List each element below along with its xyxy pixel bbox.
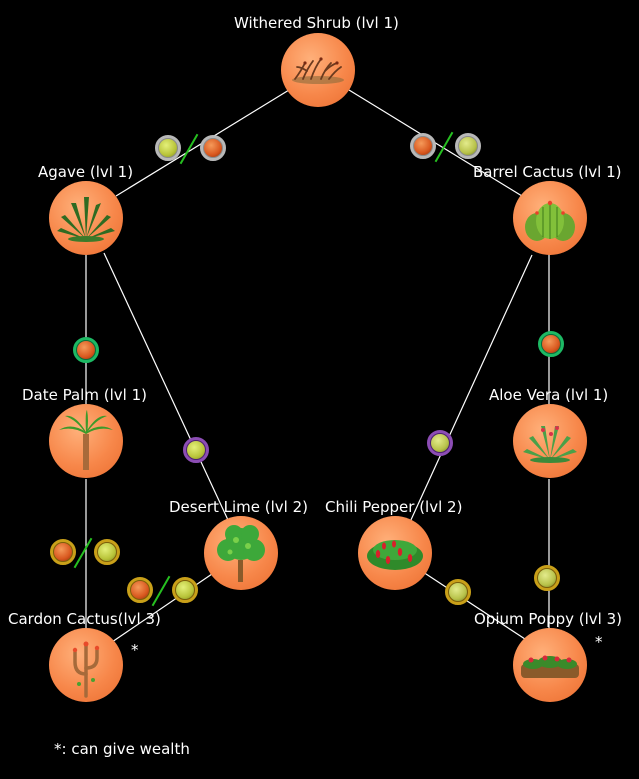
- node-date-palm[interactable]: [49, 404, 123, 478]
- growth-icon: [94, 539, 120, 565]
- label-opium-poppy: Opium Poppy (lvl 3): [474, 610, 622, 628]
- label-withered-shrub: Withered Shrub (lvl 1): [234, 14, 399, 32]
- fire-icon: [200, 135, 226, 161]
- wealth-marker-opium: *: [595, 633, 603, 651]
- skull-icon: [455, 133, 481, 159]
- node-chili-pepper[interactable]: [358, 516, 432, 590]
- link-barrel-chili: [409, 254, 533, 523]
- node-withered-shrub[interactable]: [281, 33, 355, 107]
- fire-icon: [73, 337, 99, 363]
- label-cardon-cactus: Cardon Cactus(lvl 3): [8, 610, 161, 628]
- desert-lime-icon: [217, 525, 265, 582]
- node-opium-poppy[interactable]: [513, 628, 587, 702]
- label-chili-pepper: Chili Pepper (lvl 2): [325, 498, 463, 516]
- node-agave[interactable]: [49, 181, 123, 255]
- barrel-cactus-icon: [525, 200, 575, 241]
- node-desert-lime[interactable]: [204, 516, 278, 590]
- label-aloe-vera: Aloe Vera (lvl 1): [489, 386, 609, 404]
- label-desert-lime: Desert Lime (lvl 2): [169, 498, 308, 516]
- aloe-vera-icon: [523, 426, 577, 463]
- skull-icon: [534, 565, 560, 591]
- date-palm-icon: [59, 410, 113, 470]
- node-barrel-cactus[interactable]: [513, 181, 587, 255]
- fire-icon: [50, 539, 76, 565]
- wealth-marker-cardon: *: [131, 641, 139, 659]
- link-agave-lime: [103, 252, 229, 521]
- label-date-palm: Date Palm (lvl 1): [22, 386, 147, 404]
- opium-poppy-icon: [521, 655, 579, 678]
- chili-pepper-icon: [367, 540, 423, 570]
- label-barrel-cactus: Barrel Cactus (lvl 1): [473, 163, 622, 181]
- growth-icon: [183, 437, 209, 463]
- link-chili-poppy: [422, 571, 529, 642]
- growth-icon: [172, 577, 198, 603]
- fire-icon: [538, 331, 564, 357]
- agave-icon: [57, 197, 115, 242]
- label-agave: Agave (lvl 1): [38, 163, 134, 181]
- node-aloe-vera[interactable]: [513, 404, 587, 478]
- skull-icon: [427, 430, 453, 456]
- legend-wealth-note: *: can give wealth: [54, 740, 190, 758]
- cardon-cactus-icon: [72, 641, 100, 698]
- fire-icon: [127, 577, 153, 603]
- withered-shrub-icon: [292, 57, 344, 84]
- fire-icon: [410, 133, 436, 159]
- skull-icon: [445, 579, 471, 605]
- node-cardon-cactus[interactable]: [49, 628, 123, 702]
- growth-icon: [155, 135, 181, 161]
